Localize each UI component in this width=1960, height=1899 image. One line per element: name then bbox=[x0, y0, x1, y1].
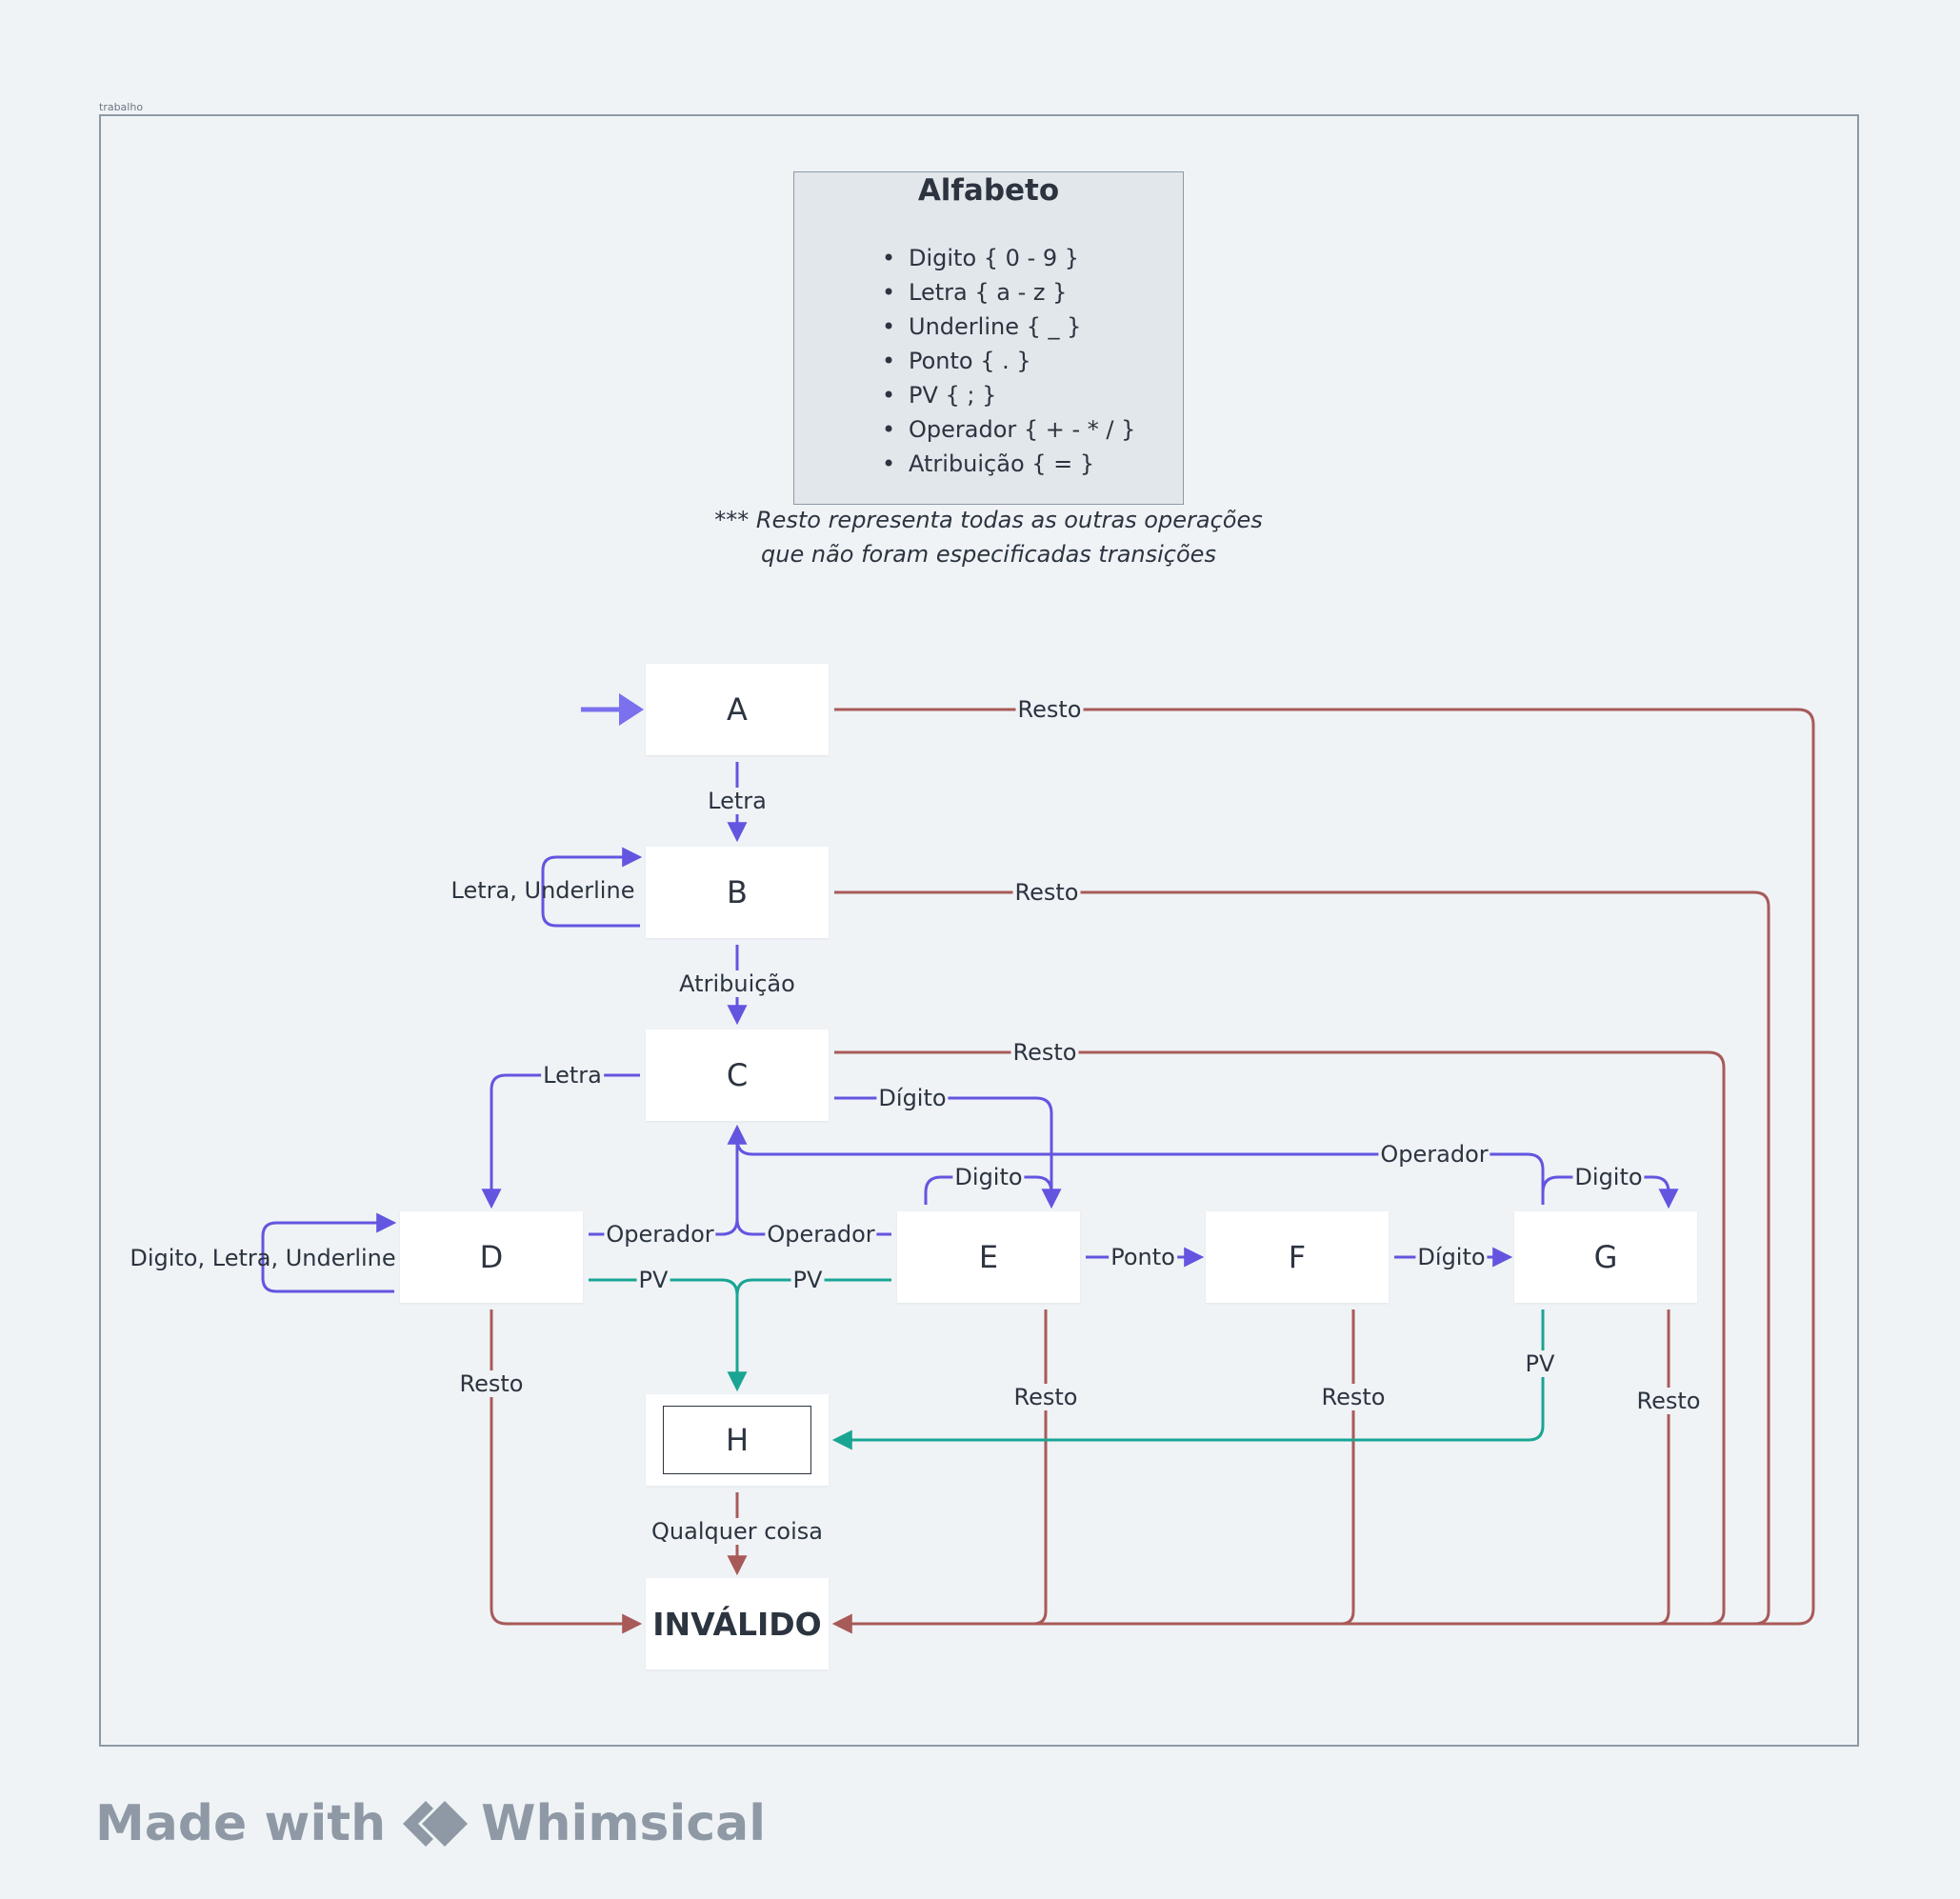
edge-label-f-resto: Resto bbox=[1319, 1384, 1388, 1410]
state-f[interactable]: F bbox=[1206, 1211, 1389, 1303]
edge-e-resto[interactable] bbox=[1032, 1309, 1048, 1626]
whimsical-brand-text: Whimsical bbox=[481, 1795, 767, 1852]
state-d[interactable]: D bbox=[400, 1211, 583, 1303]
edge-label-c-e: Dígito bbox=[876, 1085, 949, 1111]
whimsical-logo-icon bbox=[403, 1801, 469, 1847]
edge-label-d-loop: Digito, Letra, Underline bbox=[130, 1245, 396, 1271]
alphabet-item: •Digito { 0 - 9 } bbox=[882, 245, 1080, 271]
edge-d-h[interactable] bbox=[589, 1278, 748, 1392]
edge-label-c-d: Letra bbox=[541, 1062, 604, 1089]
state-g-label: G bbox=[1593, 1239, 1618, 1275]
note-line-2: que não foram especificadas transições bbox=[761, 541, 1216, 568]
edge-e-loop[interactable] bbox=[924, 1175, 1053, 1205]
alphabet-item: •PV { ; } bbox=[882, 382, 997, 409]
edge-label-g-loop: Digito bbox=[1572, 1164, 1645, 1190]
edge-label-e-resto: Resto bbox=[1011, 1384, 1080, 1410]
edge-label-g-h: PV bbox=[1523, 1350, 1557, 1377]
alphabet-item: •Ponto { . } bbox=[882, 348, 1031, 374]
state-c[interactable]: C bbox=[646, 1029, 829, 1121]
alphabet-item: •Letra { a - z } bbox=[882, 279, 1068, 306]
state-h[interactable]: H bbox=[646, 1394, 829, 1486]
edge-b-loop[interactable] bbox=[541, 847, 643, 928]
edge-label-e-loop: Digito bbox=[952, 1164, 1025, 1190]
edge-g-loop[interactable] bbox=[1541, 1175, 1679, 1209]
edge-label-e-c: Operador bbox=[765, 1221, 877, 1248]
state-e-label: E bbox=[978, 1239, 999, 1275]
alphabet-item: •Operador { + - * / } bbox=[882, 416, 1136, 443]
canvas-frame bbox=[99, 114, 1859, 1747]
edge-label-h-invalido: Qualquer coisa bbox=[650, 1518, 825, 1545]
state-invalido-label: INVÁLIDO bbox=[652, 1605, 822, 1643]
state-e[interactable]: E bbox=[897, 1211, 1080, 1303]
state-g[interactable]: G bbox=[1514, 1211, 1697, 1303]
edge-label-f-g: Dígito bbox=[1415, 1244, 1488, 1270]
made-with-text: Made with bbox=[95, 1795, 387, 1852]
state-f-label: F bbox=[1288, 1239, 1307, 1275]
edge-label-g-c: Operador bbox=[1378, 1141, 1490, 1168]
alphabet-title: Alfabeto bbox=[917, 173, 1060, 208]
edge-a-resto[interactable] bbox=[831, 708, 1815, 1634]
alphabet-item: •Underline { _ } bbox=[882, 313, 1082, 340]
edge-c-e[interactable] bbox=[834, 1096, 1062, 1209]
edge-label-g-resto: Resto bbox=[1634, 1388, 1703, 1414]
edge-label-b-c: Atribuição bbox=[677, 970, 797, 997]
edge-d-resto[interactable] bbox=[490, 1309, 643, 1634]
made-with-whimsical[interactable]: Made with Whimsical bbox=[95, 1795, 766, 1852]
state-c-label: C bbox=[726, 1057, 749, 1093]
edge-label-e-h: PV bbox=[790, 1267, 825, 1293]
state-h-accepting-border: H bbox=[663, 1406, 811, 1474]
state-b[interactable]: B bbox=[646, 847, 829, 938]
state-b-label: B bbox=[727, 874, 748, 910]
edge-c-resto[interactable] bbox=[834, 1050, 1726, 1626]
edge-b-resto[interactable] bbox=[834, 890, 1770, 1626]
edge-d-c[interactable] bbox=[589, 1124, 748, 1236]
edge-g-h[interactable] bbox=[831, 1309, 1545, 1450]
alphabet-item: •Atribuição { = } bbox=[882, 450, 1095, 477]
edge-c-d[interactable] bbox=[481, 1073, 640, 1209]
edge-e-c[interactable] bbox=[735, 1218, 891, 1236]
alphabet-list: •Digito { 0 - 9 } •Letra { a - z } •Unde… bbox=[876, 241, 1135, 481]
edge-label-e-f: Ponto bbox=[1109, 1244, 1177, 1270]
edge-e-h[interactable] bbox=[735, 1278, 891, 1296]
state-invalido[interactable]: INVÁLIDO bbox=[646, 1578, 829, 1669]
state-a-label: A bbox=[727, 691, 748, 728]
edge-label-d-h: PV bbox=[636, 1267, 670, 1293]
edge-label-a-resto: Resto bbox=[1015, 696, 1084, 723]
frame-label: trabalho bbox=[99, 101, 144, 113]
start-arrow bbox=[581, 693, 644, 726]
edge-g-resto[interactable] bbox=[1656, 1309, 1670, 1626]
edge-label-b-loop: Letra, Underline bbox=[450, 877, 635, 904]
state-d-label: D bbox=[479, 1239, 504, 1275]
state-h-label: H bbox=[725, 1422, 750, 1458]
state-a[interactable]: A bbox=[646, 664, 829, 755]
edge-d-loop[interactable] bbox=[261, 1212, 397, 1293]
note-line-1: *** Resto representa todas as outras ope… bbox=[714, 507, 1263, 533]
edge-label-a-b: Letra bbox=[706, 788, 769, 814]
edge-f-resto[interactable] bbox=[1340, 1309, 1355, 1626]
edge-label-d-c: Operador bbox=[604, 1221, 716, 1248]
edge-label-b-resto: Resto bbox=[1012, 879, 1081, 906]
edge-label-c-resto: Resto bbox=[1010, 1039, 1079, 1066]
alphabet-box[interactable] bbox=[793, 171, 1184, 505]
edge-g-c[interactable] bbox=[735, 1138, 1545, 1205]
edge-label-d-resto: Resto bbox=[457, 1370, 526, 1397]
